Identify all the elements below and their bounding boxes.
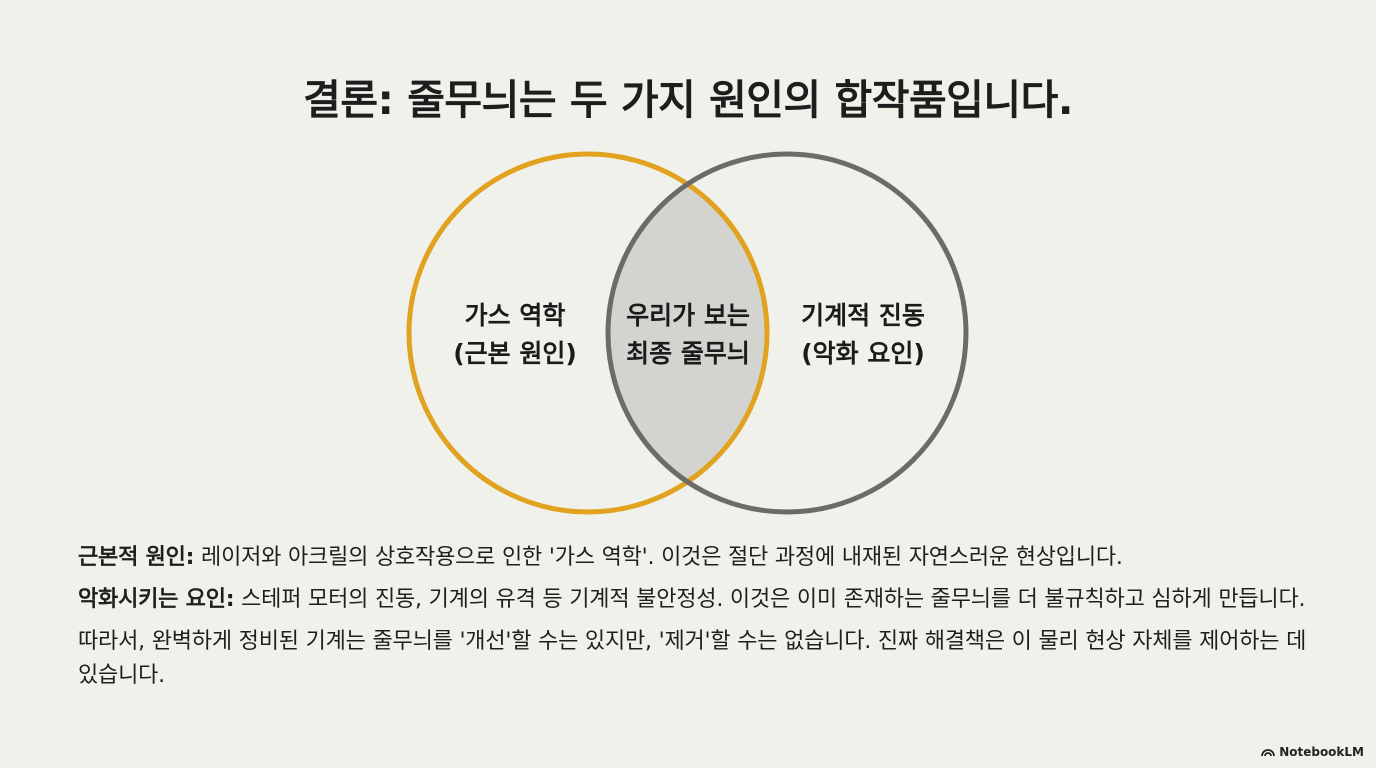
paragraph-aggravating-factor-lead: 악화시키는 요인: <box>78 587 235 612</box>
venn-left-line1: 가스 역학 <box>464 301 566 330</box>
paragraph-aggravating-factor-body: 스테퍼 모터의 진동, 기계의 유격 등 기계적 불안정성. 이것은 이미 존재… <box>234 587 1306 612</box>
intersection-fill <box>608 154 767 512</box>
notebooklm-brand: NotebookLM <box>1261 745 1364 759</box>
venn-left-label: 가스 역학 (근본 원인) <box>425 297 605 373</box>
venn-left-line2: (근본 원인) <box>453 339 577 368</box>
venn-center-label: 우리가 보는 최종 줄무늬 <box>606 297 770 373</box>
venn-center-line1: 우리가 보는 <box>626 301 750 330</box>
brand-label: NotebookLM <box>1279 745 1364 759</box>
venn-right-label: 기계적 진동 (악화 요인) <box>775 297 951 373</box>
venn-center-line2: 최종 줄무늬 <box>626 339 750 368</box>
left-circle <box>406 151 770 515</box>
explanation-text: 근본적 원인: 레이저와 아크릴의 상호작용으로 인한 '가스 역학'. 이것은… <box>78 541 1308 701</box>
paragraph-conclusion: 따라서, 완벽하게 정비된 기계는 줄무늬를 '개선'할 수는 있지만, '제거… <box>78 625 1308 693</box>
paragraph-root-cause-lead: 근본적 원인: <box>78 545 195 570</box>
venn-right-line1: 기계적 진동 <box>801 301 925 330</box>
paragraph-root-cause-body: 레이저와 아크릴의 상호작용으로 인한 '가스 역학'. 이것은 절단 과정에 … <box>194 545 1123 570</box>
venn-right-line2: (악화 요인) <box>801 339 925 368</box>
paragraph-aggravating-factor: 악화시키는 요인: 스테퍼 모터의 진동, 기계의 유격 등 기계적 불안정성.… <box>78 583 1308 617</box>
paragraph-conclusion-body: 따라서, 완벽하게 정비된 기계는 줄무늬를 '개선'할 수는 있지만, '제거… <box>78 629 1307 688</box>
right-circle <box>605 151 969 515</box>
notebooklm-logo-icon <box>1261 749 1276 757</box>
paragraph-root-cause: 근본적 원인: 레이저와 아크릴의 상호작용으로 인한 '가스 역학'. 이것은… <box>78 541 1308 575</box>
slide-title: 결론: 줄무늬는 두 가지 원인의 합작품입니다. <box>303 76 1073 124</box>
